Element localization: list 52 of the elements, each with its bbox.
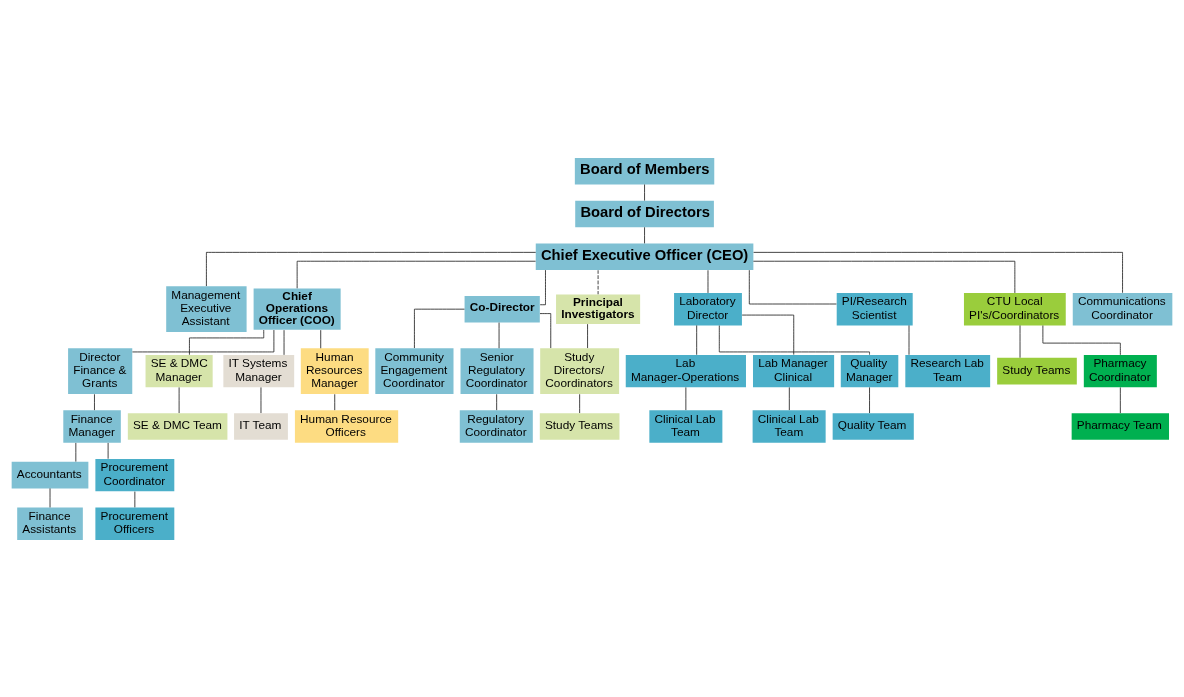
connector xyxy=(644,183,645,201)
node-box: Procurement Officers xyxy=(95,507,175,540)
node-box: IT Systems Manager xyxy=(223,354,295,387)
node-box: SE & DMC Team xyxy=(127,412,228,440)
connector xyxy=(189,329,265,355)
connector xyxy=(741,314,795,355)
node-box: Community Engagement Coordinator xyxy=(375,347,454,394)
connector xyxy=(132,329,275,352)
node-box: Human Resources Manager xyxy=(300,347,369,394)
node-box: Director Finance & Grants xyxy=(68,347,133,394)
node-box: SE & DMC Manager xyxy=(145,354,213,387)
node-box: Study Teams xyxy=(539,412,620,440)
node-box: Board of Members xyxy=(574,157,715,184)
node-box: Finance Assistants xyxy=(17,507,83,540)
connector xyxy=(414,308,465,348)
node-box: Study Directors/ Coordinators xyxy=(540,347,620,394)
node-box: Communications Coordinator xyxy=(1072,292,1173,325)
node-box: Accountants xyxy=(11,461,89,488)
node-box: Principal Investigators xyxy=(556,293,641,324)
connector xyxy=(206,251,537,286)
node-box: IT Team xyxy=(234,412,288,440)
connector xyxy=(539,312,552,348)
connector xyxy=(718,324,870,355)
node-box: PI/Research Scientist xyxy=(836,292,913,325)
node-box: Finance Manager xyxy=(63,409,121,443)
node-box: Laboratory Director xyxy=(674,292,742,325)
node-box: Co-Director xyxy=(464,295,540,322)
node-box: Procurement Coordinator xyxy=(95,458,175,491)
node-box: Chief Operations Officer (COO) xyxy=(253,288,341,330)
node-box: Pharmacy Team xyxy=(1071,412,1169,440)
connector xyxy=(869,386,870,413)
node-box: Chief Executive Officer (CEO) xyxy=(535,243,754,270)
connector xyxy=(539,269,546,305)
node-box: Clinical Lab Team xyxy=(752,409,826,443)
node-box: Pharmacy Coordinator xyxy=(1083,354,1157,387)
node-box: Lab Manager-Operations xyxy=(625,354,746,387)
node-box: Board of Directors xyxy=(575,200,714,227)
node-box: Lab Manager Clinical xyxy=(753,354,835,387)
node-box: Study Teams xyxy=(997,357,1077,384)
node-box: Regulatory Coordinator xyxy=(459,409,533,443)
node-box: Research Lab Team xyxy=(905,354,991,387)
connector xyxy=(753,251,1123,293)
connector xyxy=(644,226,645,244)
connector xyxy=(587,323,588,348)
node-box: Quality Team xyxy=(832,412,914,440)
node-box: CTU Local PI's/Coordinators xyxy=(963,292,1066,325)
node-box: Clinical Lab Team xyxy=(649,409,723,443)
node-box: Senior Regulatory Coordinator xyxy=(460,347,534,394)
connector xyxy=(94,393,95,410)
node-box: Quality Manager xyxy=(840,354,899,387)
node-box: Human Resource Officers xyxy=(294,409,399,443)
node-box: Management Executive Assistant xyxy=(166,285,247,332)
